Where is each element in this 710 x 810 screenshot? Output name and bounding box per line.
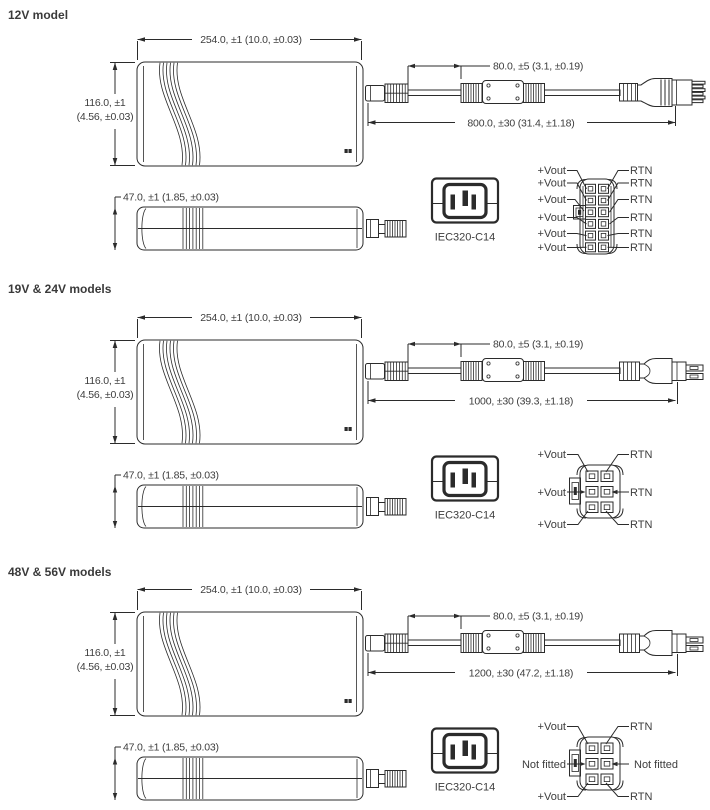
pinout-right-label: RTN: [630, 178, 652, 190]
dc-connector: [619, 358, 704, 405]
cable-length-label: 800.0, ±30 (31.4, ±1.18): [467, 118, 574, 130]
pinout-connector: [566, 726, 630, 797]
pinout-left-label: +Vout: [538, 519, 566, 531]
cable-length-label: 1000, ±30 (39.3, ±1.18): [469, 396, 573, 408]
inlet-label: IEC320-C14: [435, 510, 496, 522]
pinout-left-label: +Vout: [538, 228, 566, 240]
pinout-left-label: +Vout: [538, 194, 566, 206]
iec320-c14-inlet-icon: [430, 176, 500, 225]
pinout-right-label: RTN: [630, 519, 652, 531]
height-mm-label: 116.0, ±1: [84, 375, 125, 387]
pinout-left-label: Not fitted: [522, 759, 566, 771]
pinout-left-label: +Vout: [538, 449, 566, 461]
pinout-left-label: +Vout: [538, 721, 566, 733]
height-in-label: (4.56, ±0.03): [77, 389, 134, 401]
inlet-label: IEC320-C14: [435, 782, 496, 794]
pinout-connector: [566, 454, 630, 525]
ferrite-dimension-label: 80.0, ±5 (3.1, ±0.19): [493, 339, 583, 351]
section-12v: 12V model 254.0, ±1 (10.0, ±0.03) 116.0,…: [8, 8, 706, 255]
ferrite-dimension-label: 80.0, ±5 (3.1, ±0.19): [493, 611, 583, 623]
section-title: 19V & 24V models: [8, 282, 112, 296]
depth-dimension: [112, 746, 122, 801]
pinout-right-label: RTN: [630, 228, 652, 240]
depth-dimension-label: 47.0, ±1 (1.85, ±0.03): [123, 470, 219, 482]
pinout-left-label: +Vout: [538, 791, 566, 803]
psu-side-view: [136, 756, 407, 801]
psu-top-view: [136, 339, 364, 445]
width-dimension-label: 254.0, ±1 (10.0, ±0.03): [200, 312, 302, 324]
pinout-left-label: +Vout: [538, 165, 566, 177]
psu-top-view: [136, 61, 364, 167]
depth-dimension-label: 47.0, ±1 (1.85, ±0.03): [123, 742, 219, 754]
height-mm-label: 116.0, ±1: [84, 97, 125, 109]
pinout-right-label: RTN: [630, 212, 652, 224]
pinout-connector: [566, 170, 630, 255]
section-title: 48V & 56V models: [8, 565, 112, 579]
height-in-label: (4.56, ±0.03): [77, 661, 134, 673]
psu-top-view: [136, 611, 364, 717]
pinout-right-label: RTN: [630, 487, 652, 499]
pinout-right-label: RTN: [630, 165, 652, 177]
psu-side-view: [136, 484, 407, 529]
pinout-right-label: RTN: [630, 449, 652, 461]
width-dimension-label: 254.0, ±1 (10.0, ±0.03): [200, 584, 302, 596]
dc-connector: [619, 630, 704, 677]
height-mm-label: 116.0, ±1: [84, 647, 125, 659]
iec320-c14-inlet-icon: [430, 454, 500, 503]
pinout-right-label: RTN: [630, 242, 652, 254]
pinout-left-label: +Vout: [538, 212, 566, 224]
pinout-left-label: +Vout: [538, 487, 566, 499]
dc-connector: [619, 78, 706, 127]
cable-length-label: 1200, ±30 (47.2, ±1.18): [469, 668, 573, 680]
height-in-label: (4.56, ±0.03): [77, 111, 134, 123]
pinout-right-label: RTN: [630, 194, 652, 206]
inlet-label: IEC320-C14: [435, 232, 496, 244]
depth-dimension-label: 47.0, ±1 (1.85, ±0.03): [123, 192, 219, 204]
depth-dimension: [112, 474, 122, 529]
ferrite-dimension-label: 80.0, ±5 (3.1, ±0.19): [493, 61, 583, 73]
depth-dimension: [112, 196, 122, 251]
width-dimension-label: 254.0, ±1 (10.0, ±0.03): [200, 34, 302, 46]
section-title: 12V model: [8, 8, 68, 22]
pinout-right-label: Not fitted: [634, 759, 678, 771]
psu-side-view: [136, 206, 407, 251]
pinout-right-label: RTN: [630, 791, 652, 803]
section-48v-56v: 48V & 56V models 254.0, ±1 (10.0, ±0.03)…: [8, 565, 704, 803]
pinout-right-label: RTN: [630, 721, 652, 733]
pinout-left-label: +Vout: [538, 178, 566, 190]
pinout-left-label: +Vout: [538, 242, 566, 254]
iec320-c14-inlet-icon: [430, 726, 500, 775]
section-19v-24v: 19V & 24V models 254.0, ±1 (10.0, ±0.03)…: [8, 282, 704, 531]
